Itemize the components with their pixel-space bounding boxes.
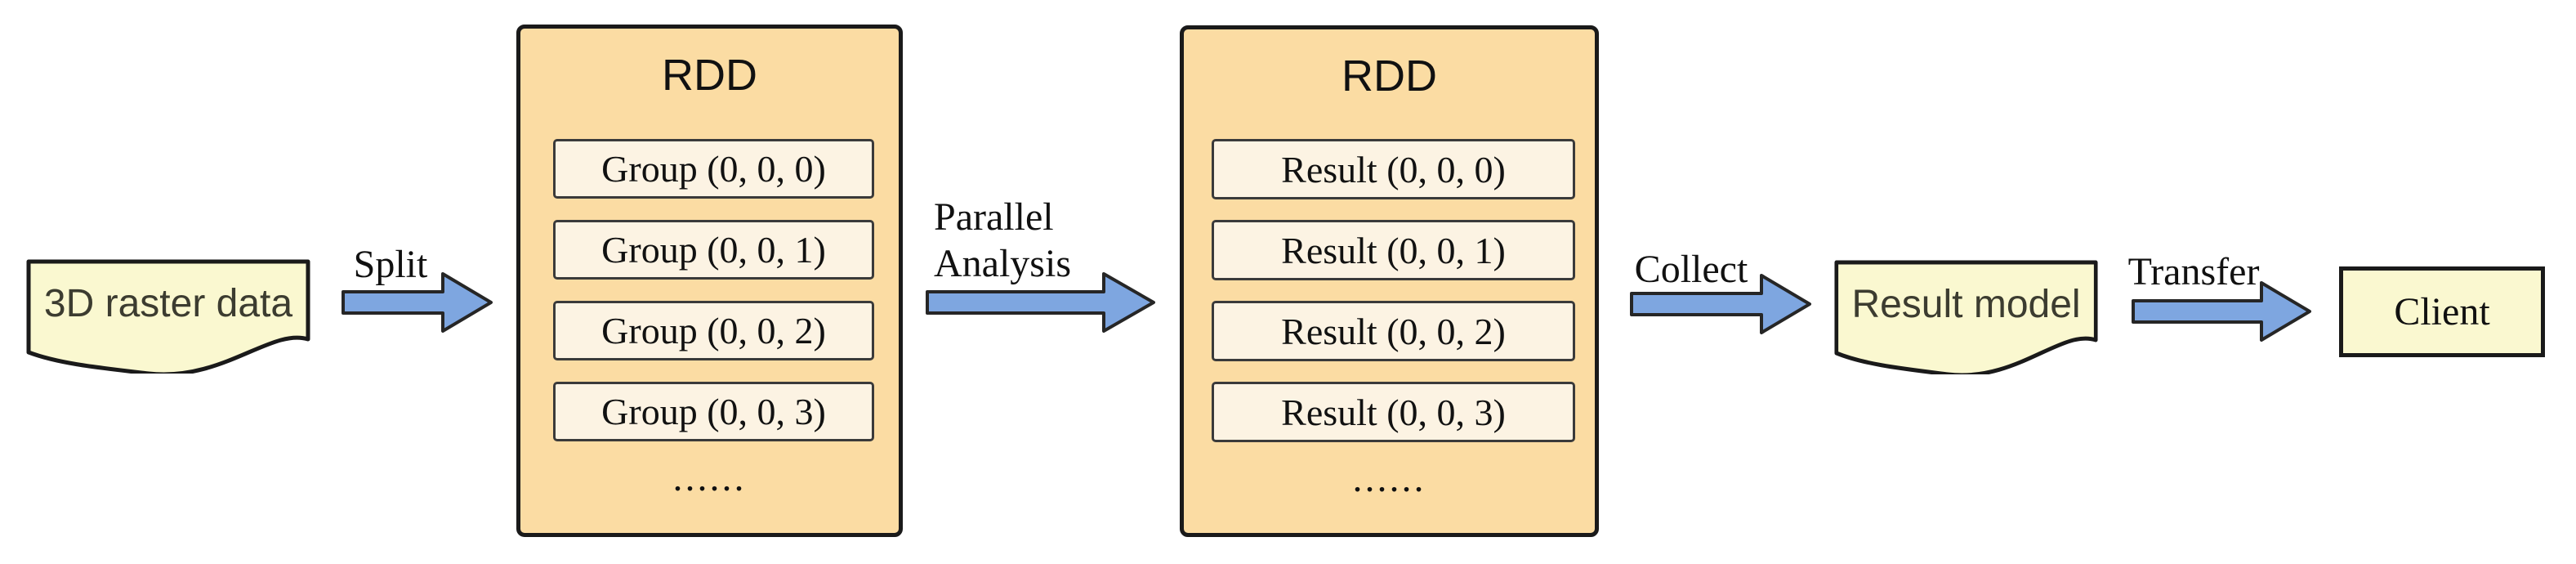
parallel-analysis-arrow-label: Parallel Analysis (934, 194, 1071, 287)
rdd1-item-2: Group (0, 0, 2) (553, 301, 874, 360)
source-document-label: 3D raster data (43, 281, 293, 325)
rdd2-item-0: Result (0, 0, 0) (1212, 139, 1575, 199)
collect-arrow-icon (1630, 273, 1812, 335)
split-arrow-label: Split (353, 243, 428, 286)
collect-arrow-label: Collect (1634, 248, 1748, 291)
split-arrow-icon (342, 271, 493, 333)
document-shape (1834, 260, 2098, 374)
client-node: Client (2339, 266, 2545, 357)
transfer-arrow-icon (2132, 280, 2312, 342)
rdd1-item-1: Group (0, 0, 1) (553, 220, 874, 280)
document-shape (26, 259, 310, 374)
rdd1-item-3: Group (0, 0, 3) (553, 382, 874, 441)
source-document-node: 3D raster data (26, 259, 310, 374)
rdd2-ellipsis: ...... (1352, 457, 1426, 500)
parallel-analysis-label-line1: Parallel (934, 195, 1054, 239)
rdd1-title: RDD (662, 51, 757, 100)
parallel-analysis-arrow-icon (926, 271, 1156, 333)
rdd-container-2: RDD Result (0, 0, 0) Result (0, 0, 1) Re… (1180, 25, 1599, 537)
rdd1-ellipsis: ...... (672, 456, 747, 499)
result-model-document-node: Result model (1834, 260, 2098, 374)
rdd2-item-3: Result (0, 0, 3) (1212, 382, 1575, 442)
rdd1-item-0: Group (0, 0, 0) (553, 139, 874, 199)
rdd2-item-2: Result (0, 0, 2) (1212, 301, 1575, 361)
rdd2-title: RDD (1342, 51, 1437, 101)
rdd-container-1: RDD Group (0, 0, 0) Group (0, 0, 1) Grou… (516, 25, 903, 537)
rdd2-item-1: Result (0, 0, 1) (1212, 220, 1575, 280)
result-model-label: Result model (1851, 282, 2081, 326)
transfer-arrow-label: Transfer (2127, 250, 2260, 293)
parallel-analysis-label-line2: Analysis (934, 242, 1071, 285)
